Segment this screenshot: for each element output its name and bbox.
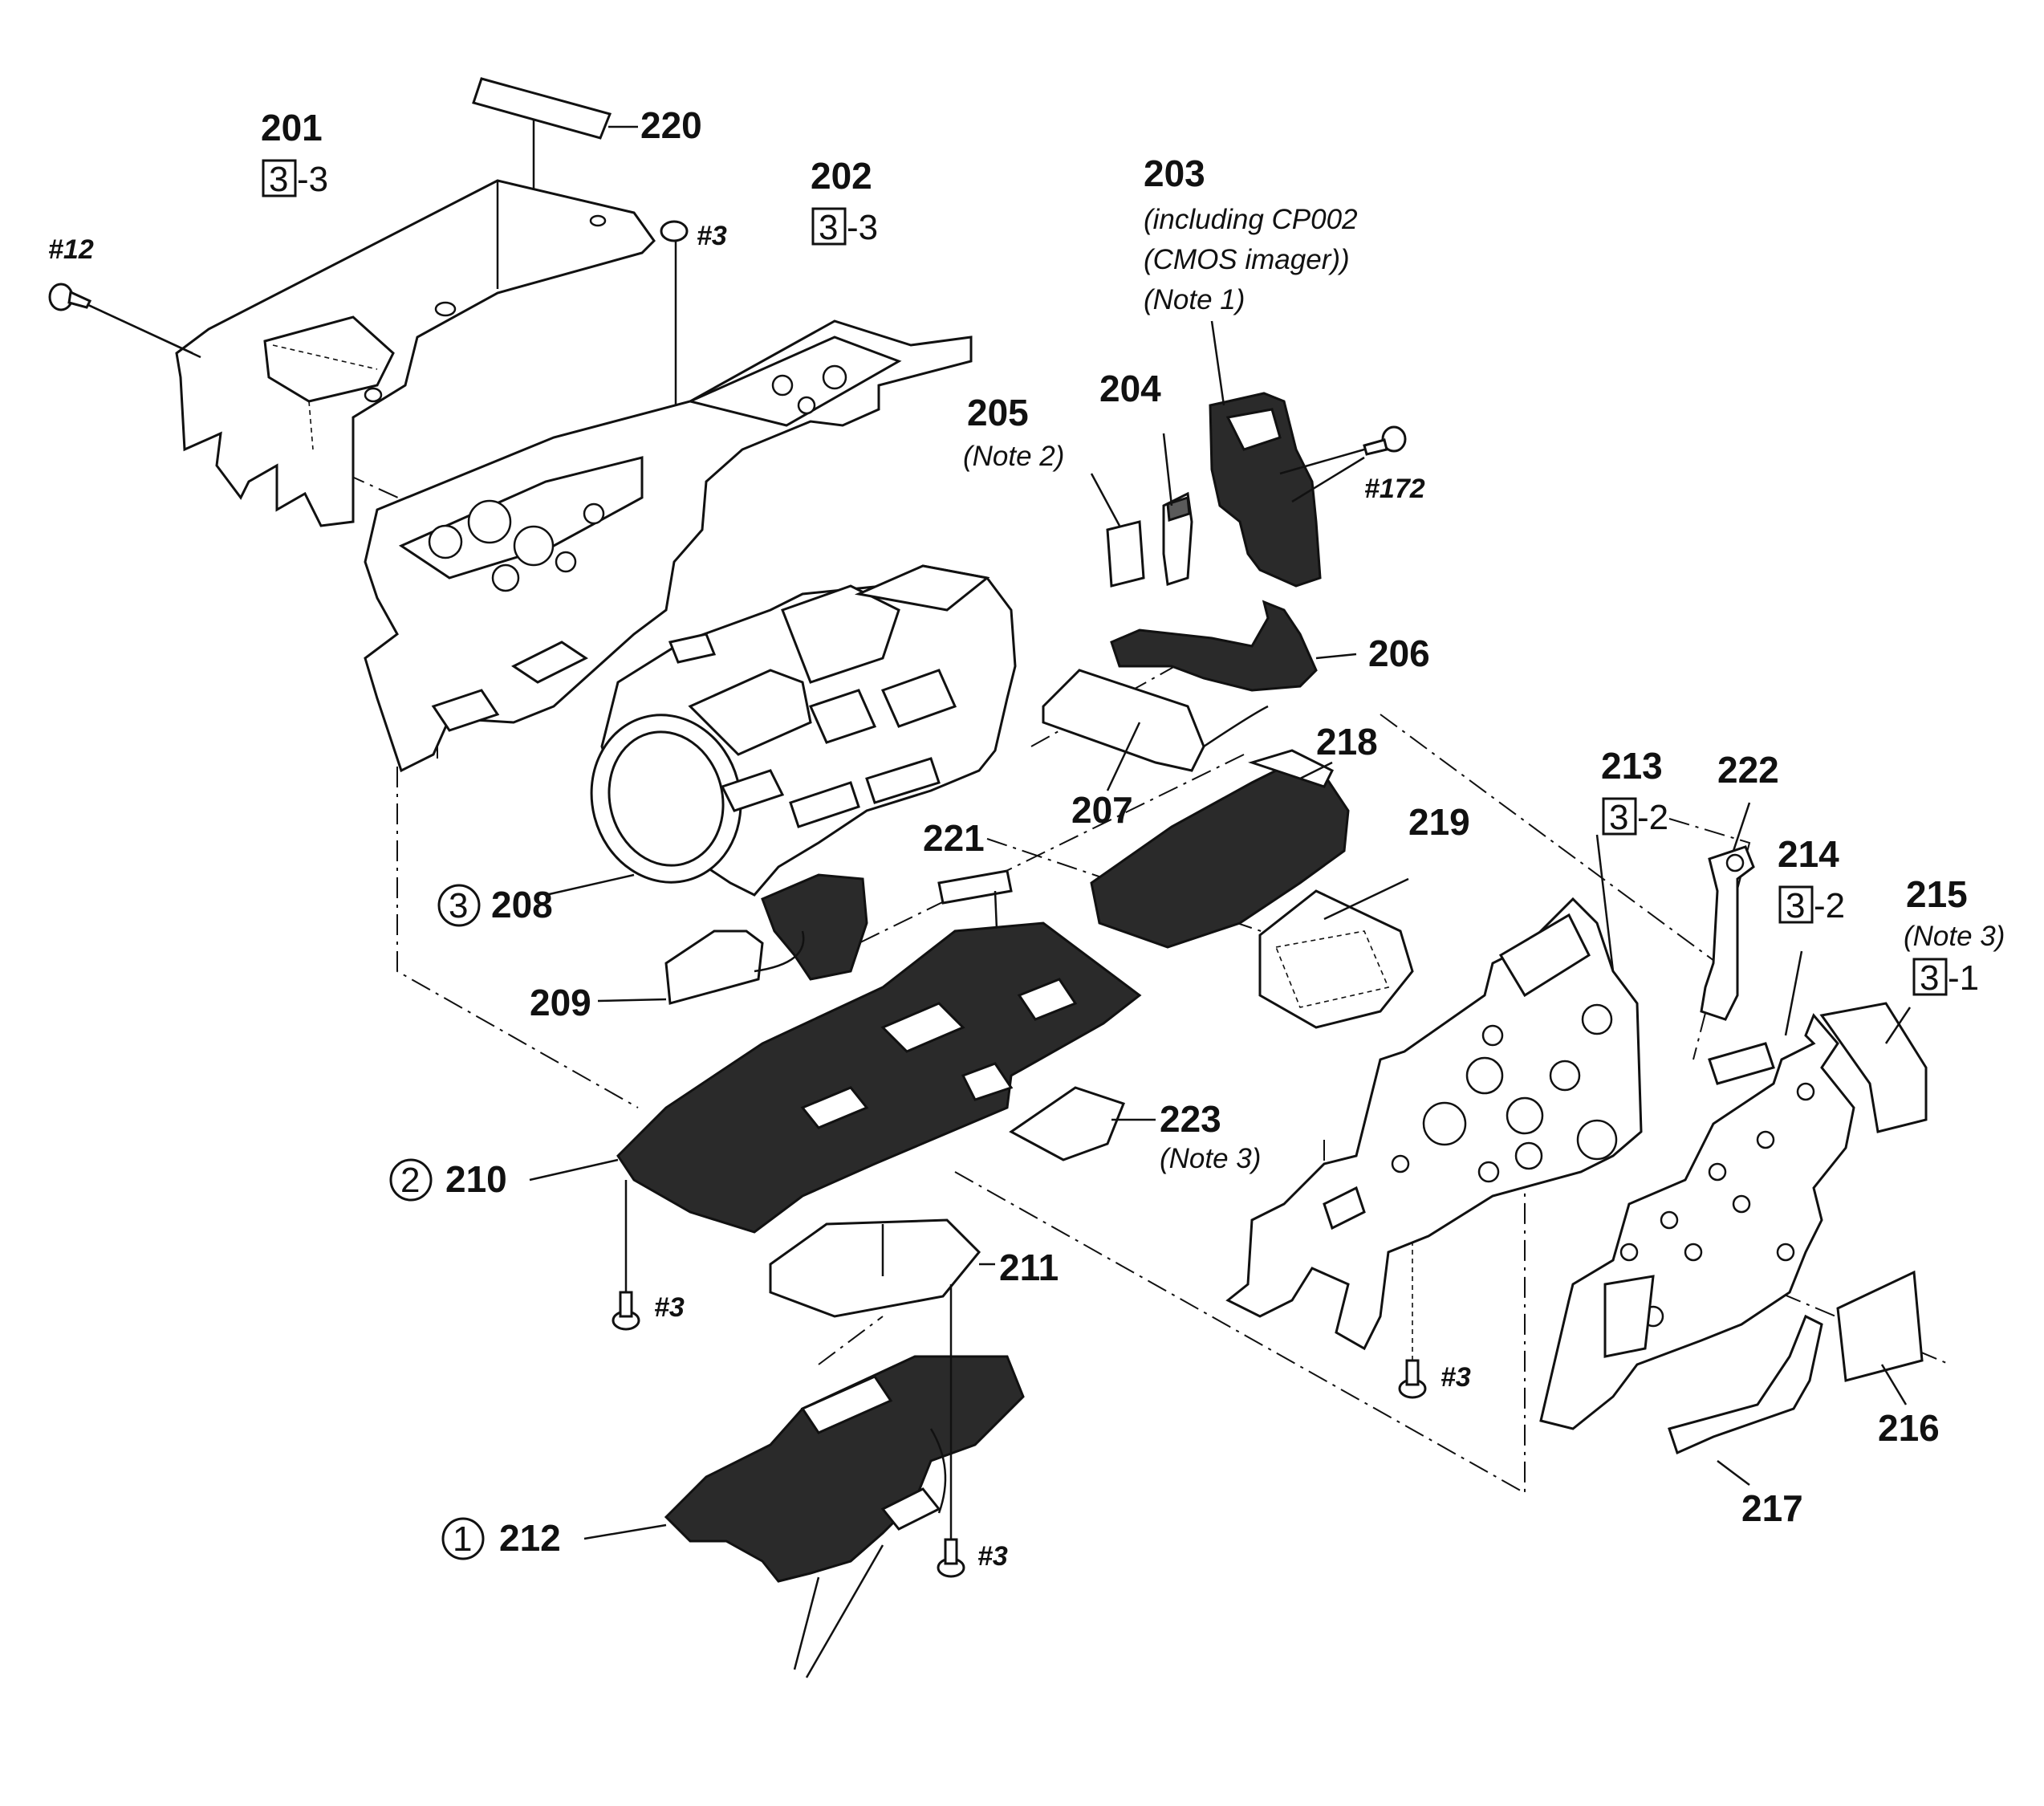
label-213: 213 bbox=[1601, 745, 1663, 787]
circle-212-text: 1 bbox=[453, 1519, 472, 1559]
ref-box-213-text: 3 bbox=[1609, 798, 1628, 837]
label-205: 205 bbox=[967, 392, 1029, 433]
part-218-shield[interactable] bbox=[1090, 749, 1350, 949]
label-screw-172: #172 bbox=[1364, 474, 1425, 504]
part-210-main-board[interactable] bbox=[529, 921, 1142, 1234]
part-216-sheet[interactable] bbox=[1836, 1270, 1924, 1405]
note-223: (Note 3) bbox=[1160, 1143, 1261, 1174]
label-208: 208 bbox=[491, 884, 553, 925]
part-219-insulator[interactable] bbox=[1258, 877, 1414, 1029]
ref-box-202 bbox=[811, 207, 847, 246]
label-222: 222 bbox=[1717, 749, 1779, 791]
part-209-flex[interactable] bbox=[597, 873, 868, 1005]
part-201-top-cover[interactable] bbox=[175, 179, 656, 527]
ref-box-202-text: 3 bbox=[819, 208, 838, 247]
label-217: 217 bbox=[1741, 1487, 1803, 1529]
screw-3-top[interactable] bbox=[660, 220, 689, 462]
label-209: 209 bbox=[530, 982, 591, 1023]
note-203-line3: (Note 1) bbox=[1144, 284, 1245, 315]
screw-172[interactable] bbox=[1363, 425, 1407, 456]
label-211: 211 bbox=[999, 1247, 1059, 1288]
label-202: 202 bbox=[811, 155, 872, 197]
label-screw-3-top: #3 bbox=[697, 221, 727, 251]
screw-3-left[interactable] bbox=[612, 1180, 640, 1331]
label-212: 212 bbox=[499, 1517, 561, 1559]
ref-box-215-text: 3 bbox=[1920, 958, 1939, 998]
ref-box-215 bbox=[1912, 958, 1948, 996]
label-204: 204 bbox=[1099, 368, 1161, 409]
ref-box-201-text: 3 bbox=[269, 160, 288, 199]
part-217-sheet[interactable] bbox=[1668, 1314, 1823, 1486]
ref-sub-201: -3 bbox=[297, 160, 328, 199]
part-215-sheet[interactable] bbox=[1819, 1002, 1928, 1133]
label-screw-3-left: #3 bbox=[654, 1292, 685, 1323]
ref-sub-214: -2 bbox=[1814, 886, 1845, 925]
part-204-bracket[interactable] bbox=[1162, 433, 1193, 586]
circle-212 bbox=[441, 1517, 485, 1560]
part-202-frame[interactable] bbox=[364, 319, 973, 773]
ref-box-213 bbox=[1602, 797, 1637, 836]
label-215: 215 bbox=[1906, 873, 1968, 915]
part-203-cmos-imager[interactable] bbox=[1209, 320, 1365, 588]
part-222-bracket[interactable] bbox=[1700, 802, 1755, 1021]
ref-box-214-text: 3 bbox=[1786, 886, 1805, 925]
label-214: 214 bbox=[1778, 833, 1839, 875]
part-206-flex[interactable] bbox=[1110, 600, 1357, 692]
label-221: 221 bbox=[923, 817, 985, 859]
label-201: 201 bbox=[261, 107, 323, 148]
part-212-lower-board[interactable] bbox=[583, 1355, 1025, 1678]
label-screw-12: #12 bbox=[48, 234, 94, 265]
ref-sub-215: -1 bbox=[1948, 958, 1979, 998]
note-215: (Note 3) bbox=[1904, 921, 2005, 952]
part-214-frame[interactable] bbox=[1539, 950, 1855, 1430]
circle-208-text: 3 bbox=[449, 886, 468, 925]
label-220: 220 bbox=[640, 104, 702, 146]
ref-box-201 bbox=[262, 159, 297, 197]
label-218: 218 bbox=[1316, 721, 1378, 763]
ref-sub-213: -2 bbox=[1637, 798, 1668, 837]
part-205-sheet[interactable] bbox=[1090, 473, 1145, 588]
label-206: 206 bbox=[1368, 633, 1430, 674]
circle-210-text: 2 bbox=[400, 1161, 420, 1200]
screw-12[interactable] bbox=[48, 283, 201, 359]
part-207-flex-sheet[interactable] bbox=[1042, 669, 1269, 791]
note-203-line2: (CMOS imager)) bbox=[1144, 244, 1350, 275]
ref-box-214 bbox=[1778, 885, 1814, 924]
label-210: 210 bbox=[445, 1158, 507, 1200]
circle-210 bbox=[389, 1158, 433, 1202]
part-208-lens-block[interactable] bbox=[545, 564, 1017, 899]
circle-208 bbox=[437, 884, 481, 927]
label-219: 219 bbox=[1408, 801, 1470, 843]
part-223-sheet[interactable] bbox=[1009, 1086, 1156, 1161]
label-screw-3-bottom: #3 bbox=[977, 1541, 1008, 1572]
label-223: 223 bbox=[1160, 1098, 1221, 1140]
label-207: 207 bbox=[1071, 789, 1133, 831]
label-screw-3-right: #3 bbox=[1441, 1362, 1471, 1393]
part-labels: 201 3 -3 220 202 3 -3 #12 #3 203 (includ… bbox=[48, 104, 2005, 1572]
label-203: 203 bbox=[1144, 153, 1205, 194]
label-216: 216 bbox=[1878, 1407, 1940, 1449]
part-213-frame[interactable] bbox=[1225, 834, 1643, 1351]
ref-sub-202: -3 bbox=[847, 208, 878, 247]
screw-3-bottom[interactable] bbox=[937, 1284, 965, 1578]
note-203-line1: (including CP002 bbox=[1144, 204, 1358, 235]
part-211-sheet[interactable] bbox=[769, 1218, 995, 1318]
note-205: (Note 2) bbox=[963, 441, 1064, 472]
